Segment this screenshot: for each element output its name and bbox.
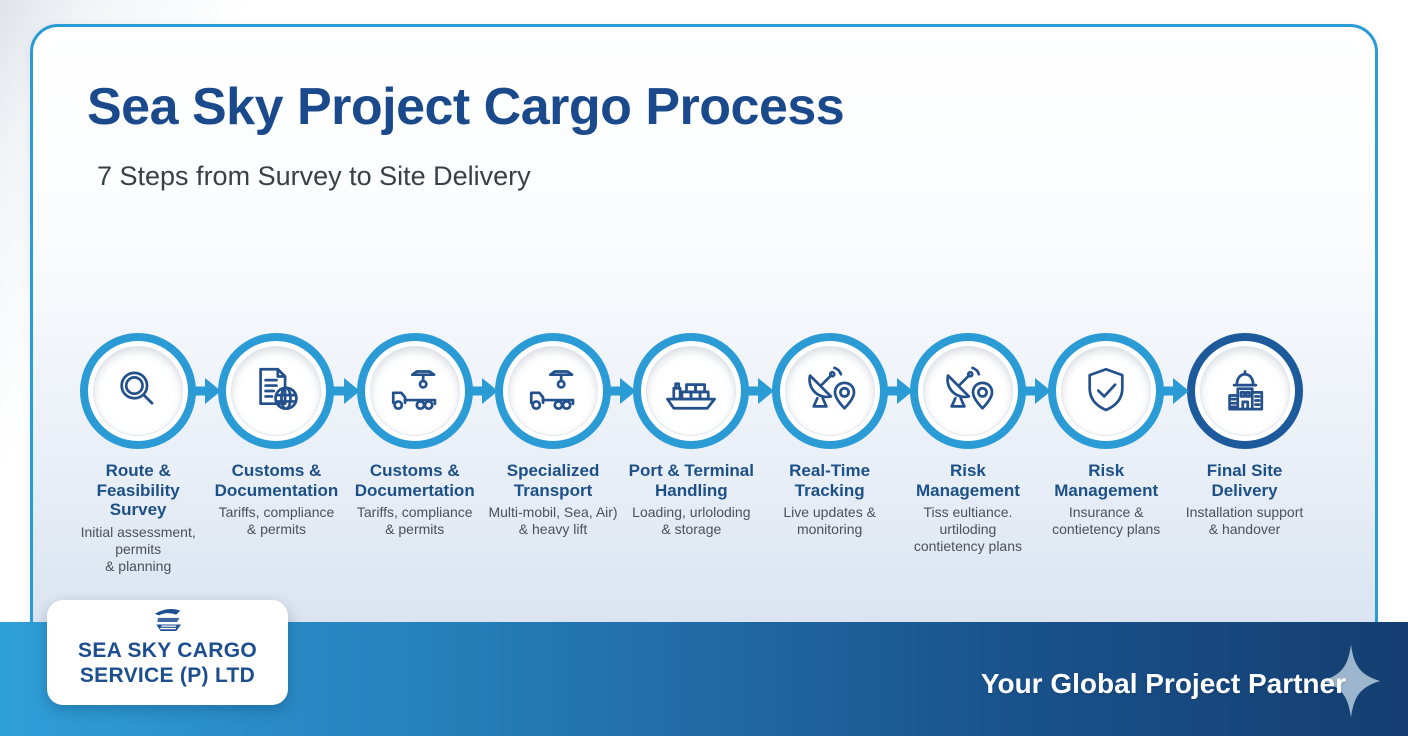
arrow-icon	[330, 378, 360, 404]
arrow-icon	[883, 378, 913, 404]
arrow-icon	[1022, 378, 1052, 404]
step-title: Route & Feasibility Survey	[96, 461, 180, 519]
step-route-feasibility-survey: Route & Feasibility Survey Initial asses…	[69, 333, 222, 575]
building-hardhat-icon	[1227, 370, 1263, 411]
satellite-pin-icon	[807, 366, 855, 410]
step-description: Loading, urloloding & storage	[632, 504, 751, 537]
step-circle	[218, 333, 335, 449]
footer-tagline: Your Global Project Partner	[980, 668, 1346, 699]
step-description: Insurance & contietency plans	[1052, 504, 1161, 537]
step-title: Risk Management	[915, 461, 1020, 500]
step-title: Port & Terminal Handling	[628, 461, 754, 500]
step-circle	[633, 333, 750, 449]
crane-truck-icon	[529, 370, 575, 411]
brand-logo-card: SEA SKY CARGO SERVICE (P) LTD	[47, 600, 288, 705]
step-customs-documentation-1: Customs & Documentation Tariffs, complia…	[207, 333, 360, 575]
tagline-wrap: Your Global Project Partner	[980, 644, 1381, 718]
step-title: Customs & Documentation	[214, 461, 339, 500]
step-circle	[356, 333, 473, 449]
step-final-site-delivery: Final Site Delivery Installation support…	[1175, 333, 1313, 575]
crane-truck-icon	[391, 370, 437, 411]
step-circle	[909, 333, 1026, 449]
satellite-pin-icon	[946, 366, 994, 410]
step-description: Tariffs, compliance & permits	[218, 504, 335, 537]
brand-name: SEA SKY CARGO SERVICE (P) LTD	[78, 639, 257, 687]
step-description: Tiss eultiance. urtiloding contietency p…	[913, 504, 1023, 554]
process-steps: Route & Feasibility Survey Initial asses…	[69, 333, 1314, 575]
arrow-icon	[192, 378, 222, 404]
page-subtitle: 7 Steps from Survey to Site Delivery	[97, 161, 531, 191]
document-globe-icon	[259, 367, 299, 411]
arrow-icon	[745, 378, 775, 404]
step-description: Installation support & handover	[1185, 504, 1304, 537]
cargo-ship-icon	[666, 382, 717, 410]
step-customs-documentation-2: Customs & Documertation Tariffs, complia…	[346, 333, 498, 575]
step-title: Risk Management	[1054, 461, 1159, 500]
footer-band: SEA SKY CARGO SERVICE (P) LTD Your Globa…	[0, 600, 1408, 736]
magnifier-icon	[120, 371, 154, 405]
shield-check-icon	[1088, 367, 1124, 412]
step-circle	[80, 333, 197, 449]
step-description: Multi-mobil, Sea, Air) & heavy lift	[488, 504, 618, 537]
arrow-icon	[468, 378, 498, 404]
step-specialized-transport: Specialized Transport Multi-mobil, Sea, …	[484, 333, 637, 575]
step-title: Final Site Delivery	[1206, 461, 1283, 500]
arrow-icon	[607, 378, 637, 404]
step-port-terminal-handling: Port & Terminal Handling Loading, urlolo…	[622, 333, 775, 575]
step-real-time-tracking: Real-Time Tracking Live updates & monito…	[760, 333, 913, 575]
brand-logo-icon	[154, 609, 181, 632]
step-circle	[1048, 333, 1165, 449]
step-title: Customs & Documertation	[354, 461, 475, 500]
sparkle-icon	[1321, 644, 1381, 718]
step-description: Initial assessment, permits & planning	[80, 523, 196, 574]
main-card: Sea Sky Project Cargo Process 7 Steps fr…	[30, 24, 1378, 736]
step-risk-management-1: Risk Management Tiss eultiance. urtilodi…	[899, 333, 1052, 575]
step-circle	[1186, 333, 1303, 449]
arrow-icon	[1160, 378, 1190, 404]
step-description: Tariffs, compliance & permits	[356, 504, 473, 537]
step-circle	[771, 333, 888, 449]
step-title: Real-Time Tracking	[789, 461, 871, 500]
step-title: Specialized Transport	[506, 461, 600, 500]
step-description: Live updates & monitoring	[783, 504, 876, 537]
step-circle	[495, 333, 612, 449]
page-title: Sea Sky Project Cargo Process	[87, 78, 845, 136]
step-risk-management-2: Risk Management Insurance & contietency …	[1037, 333, 1190, 575]
